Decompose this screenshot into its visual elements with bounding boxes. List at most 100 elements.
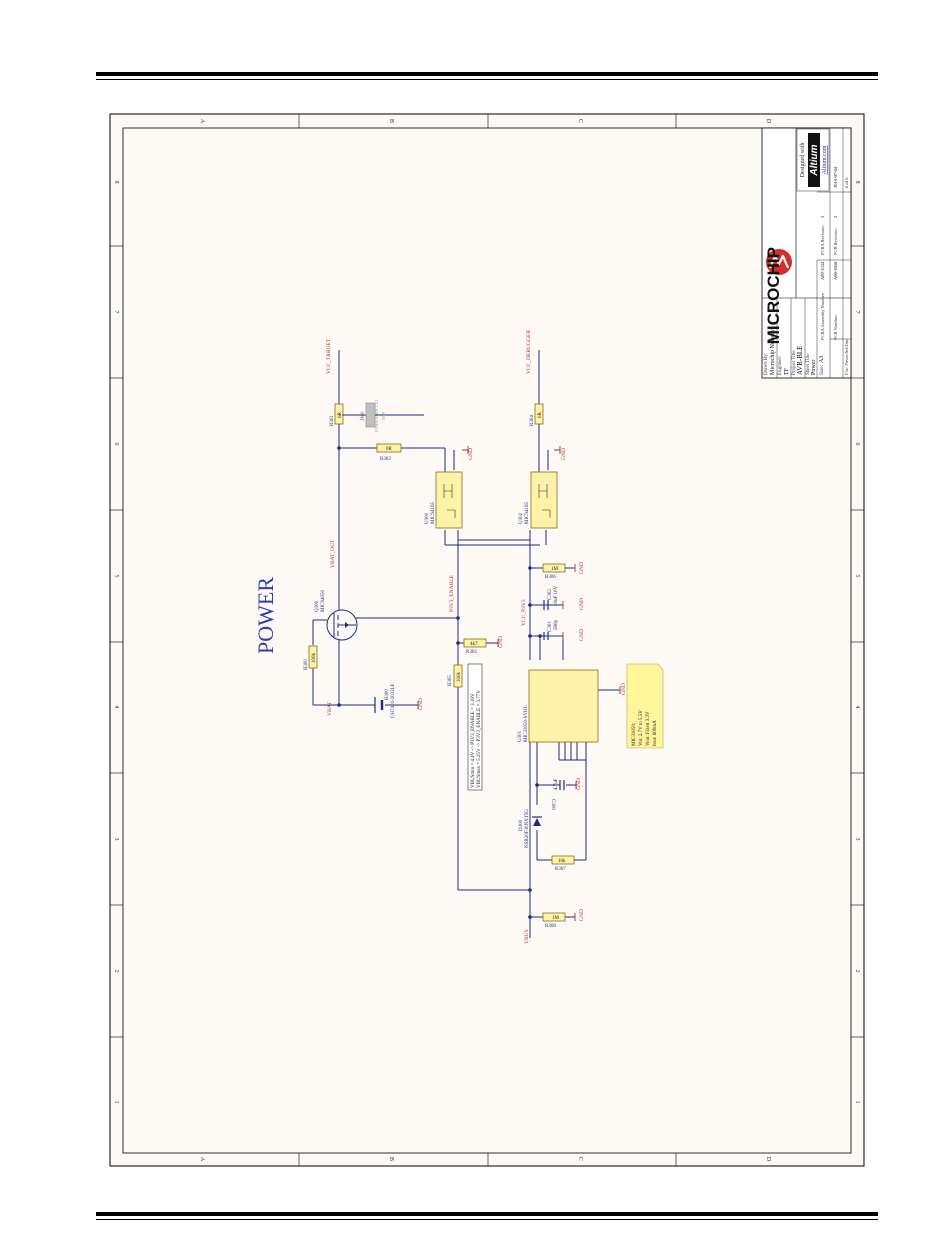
d300-schottky-diode-icon [532,816,542,826]
vbus-note-line-1: VBUSmin = 4.4V -> P3V3_ENABLE = 3.16V [471,693,476,788]
u300-load-switch [435,471,463,529]
zone-number-left-4: 4 [113,706,119,709]
sheet-outer-frame [109,113,865,1167]
sheet-title-label: Sheet Title [806,353,811,375]
zone-number-right-8: 8 [854,181,860,184]
gnd-label-u300: GND [468,448,474,460]
zone-number-right-7: 7 [854,311,860,314]
zone-letter-bottom-a: A [199,1157,205,1162]
designator-c302: C302 [548,589,553,600]
pcb-revision-value: 3 [833,215,838,218]
zone-number-left-6: 6 [113,443,119,446]
zone-number-right-4: 4 [854,706,860,709]
part-u300: MIC94165 [431,502,436,524]
r308-body [542,912,566,922]
top-rule-thick [96,72,878,76]
zone-letter-bottom-c: C [577,1157,583,1161]
ground-symbols [417,446,621,921]
designator-q300: Q300 [315,600,320,612]
drawn-by-label: Drawn By: [764,353,769,375]
gnd-label-u301: GND [621,683,627,695]
part-q300: MIC94050 [321,590,326,612]
designator-r306: R306 [545,575,556,580]
gnd-label-u302: GND [561,448,567,460]
part-u302: MIC94165 [525,502,530,524]
bottom-rule-thin [96,1219,878,1220]
engineer-label: Engineer: [778,356,783,375]
junctions [337,446,542,919]
drawn-by-value: Microchip Norway [770,329,776,375]
vbus-note-line-2: VBUSmax = 5.25V -> P3V3_ENABLE = 3.77V [477,690,482,788]
microchip-brand: MICROCHIP [764,247,783,344]
gnd-label-r302: GND [498,636,504,648]
designator-r304: R304 [530,415,535,426]
pcb-revision-label: PCB Revision: [833,228,838,255]
net-label-p3v3-enable: P3V3_ENABLE [449,574,455,612]
r301-body [334,403,344,425]
designator-j300: J300 [361,411,366,421]
regulator-note-vout: Vout: Fixed 3.3V [646,711,651,746]
zone-number-right-1: 1 [854,1101,860,1104]
pcba-number-label: PCBA Assembly Number: [820,292,825,340]
net-label-vbus: VBUS [524,929,530,944]
value-c302: 10uF 10V [554,585,559,606]
capacitors [543,600,565,790]
zone-number-left-2: 2 [113,970,119,973]
regulator-note-vin: Vin: 2.7V to 5.5V [639,710,644,746]
zone-number-left-3: 3 [113,838,119,841]
designator-r301: R301 [330,415,335,426]
zone-number-right-6: 6 [854,443,860,446]
zone-number-right-3: 3 [854,838,860,841]
file-name: File: Power.SchDoc [844,339,849,375]
zone-number-right-5: 5 [854,575,860,578]
sheet-inner-frame [122,127,852,1154]
gnd-label-r306: GND [579,562,585,574]
date-value: 2019-07-04 [833,166,838,188]
value-r302: 4k7 [470,642,478,647]
r302-body [463,638,487,648]
designator-r302: R302 [466,650,477,655]
vbus-divider-note [467,663,483,791]
regulator-note-iout: Iout: 600mA [653,720,658,746]
regulator-note-title: MIC33050: [632,723,637,746]
sheet-title-value: Power [811,360,817,375]
zone-letter-top-d: D [765,119,771,124]
altium-link[interactable]: Altium.com [822,145,828,174]
net-label-vcc-target: VCC_TARGET [326,338,332,374]
schematic-title: POWER [253,577,278,654]
value-r304: 0R [538,412,543,419]
top-rule-thin [96,79,878,80]
zone-letter-top-b: B [388,119,394,123]
designator-u300: U300 [425,512,430,524]
pcba-revision-label: PCBA Revision: [820,225,825,255]
pcb-number-value: A08-3058 [833,261,838,280]
j300-pin-header [339,402,376,428]
project-title-value: AVR-BLE [796,346,804,375]
zone-dividers [110,114,864,1166]
size-value: A3 [819,356,825,363]
gnd-u302-icon [554,446,561,454]
designator-u301: U301 [518,730,523,742]
value-r303: 0R [386,447,393,452]
value-c301: 560p [554,620,559,631]
r307-body [551,855,575,865]
designator-c300: C300 [550,799,555,810]
r305-body [453,664,463,688]
u302-load-switch [530,471,558,529]
pcba-revision-value: 3 [820,215,825,218]
r300-body [308,645,318,669]
zone-letter-top-a: A [199,119,205,124]
designator-r305: R305 [448,675,453,686]
zone-letter-top-c: C [577,119,583,123]
value-r300: 100k [312,653,317,664]
gnd-label-battery: GND [418,698,424,710]
title-block: MICROCHIP Designed with Altium Altium.co… [761,127,852,379]
gnd-label-c300: GND [576,778,582,790]
designator-r308: R308 [545,924,556,929]
gnd-label-c301: GND [579,629,585,641]
q300-mosfet [326,609,358,641]
pcba-number-value: A09-3334 [820,261,825,280]
value-r308: 1M [552,916,560,921]
